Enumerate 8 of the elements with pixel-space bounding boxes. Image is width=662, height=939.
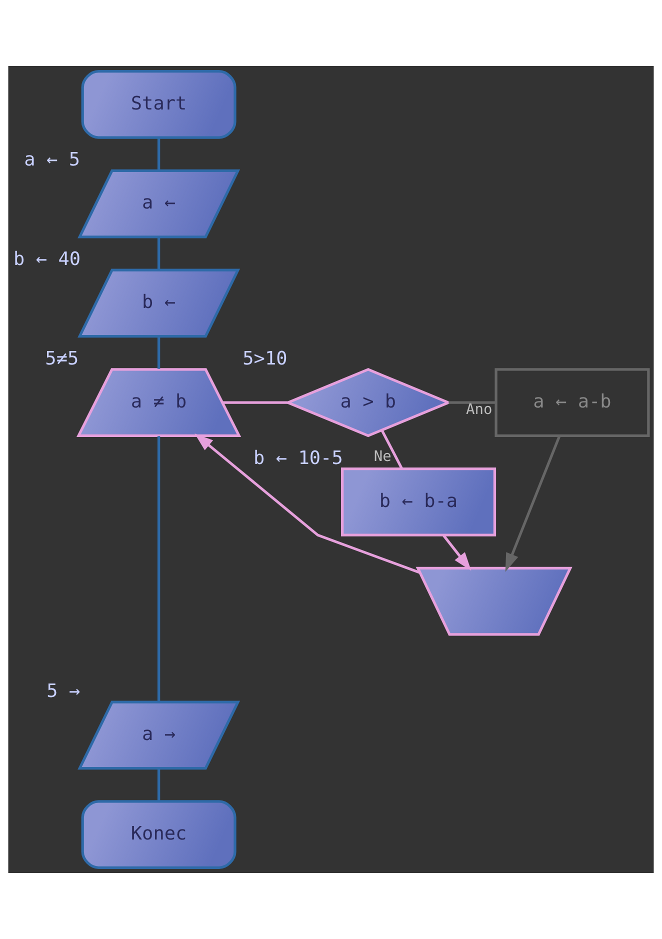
edge-label: Ano (466, 401, 492, 418)
node-label: b ← 10-5 (254, 448, 343, 469)
edge-label: Ne (374, 448, 392, 466)
node-label: a ← 5 (24, 150, 80, 171)
node-label: 5>10 (242, 348, 288, 370)
node-label: b ← 40 (14, 249, 81, 270)
node-label: 5 → (46, 681, 80, 702)
node-label: 5≠5 (45, 348, 79, 370)
